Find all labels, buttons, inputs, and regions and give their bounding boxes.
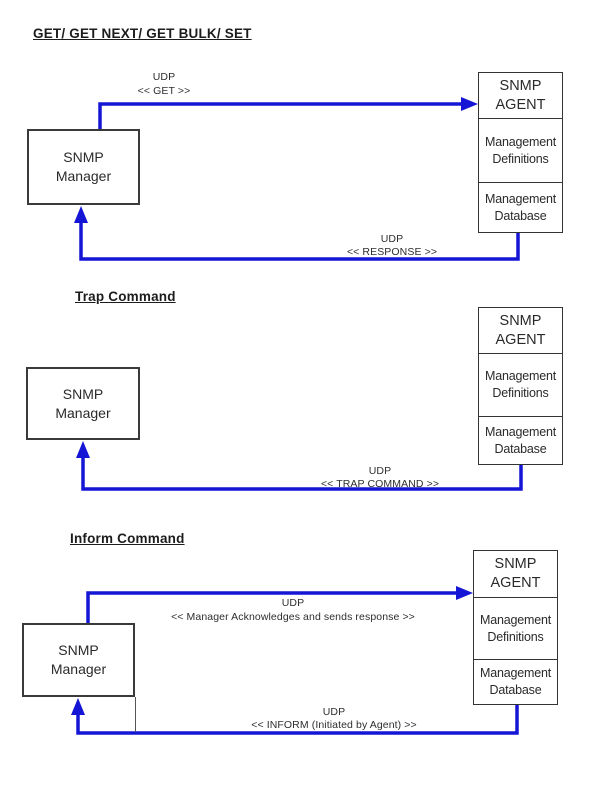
snmp-manager-label: SNMP Manager [50,642,107,677]
section-heading-trap: Trap Command [75,289,176,304]
get-message-label: << GET >> [137,85,191,97]
snmp-manager-box-1: SNMP Manager [27,129,140,205]
snmp-manager-label: SNMP Manager [55,149,112,184]
inform-arrow-label: UDP << INFORM (Initiated by Agent) >> [178,706,490,732]
snmp-agent-box-2: SNMP AGENT Management Definitions Manage… [478,307,563,465]
snmp-manager-label: SNMP Manager [55,385,111,421]
snmp-agent-title: SNMP AGENT [490,556,541,591]
response-protocol-label: UDP [380,233,404,245]
snmp-agent-box-1: SNMP AGENT Management Definitions Manage… [478,72,563,233]
trap-message-label: << TRAP COMMAND >> [320,478,440,490]
response-arrow-label: UDP << RESPONSE >> [327,233,457,259]
snmp-agent-title: SNMP AGENT [495,312,546,348]
trap-arrow [76,441,523,491]
acknowledge-message-label: << Manager Acknowledges and sends respon… [171,611,415,623]
acknowledge-protocol-label: UDP [281,597,305,609]
inform-message-label: << INFORM (Initiated by Agent) >> [251,719,417,731]
get-protocol-label: UDP [152,71,176,83]
management-definitions-compartment: Management Definitions [479,353,562,416]
management-database-compartment: Management Database [479,416,562,464]
get-arrow-label: UDP << GET >> [98,70,230,98]
get-arrow [98,97,478,130]
trap-arrow-label: UDP << TRAP COMMAND >> [310,465,450,491]
snmp-agent-title: SNMP AGENT [495,77,546,113]
management-definitions-compartment: Management Definitions [479,118,562,182]
snmp-manager-box-3: SNMP Manager [22,623,135,697]
management-database-compartment: Management Database [479,182,562,232]
snmp-manager-box-2: SNMP Manager [26,367,140,440]
acknowledge-arrow-label: UDP << Manager Acknowledges and sends re… [128,596,458,624]
section-heading-get: GET/ GET NEXT/ GET BULK/ SET [33,26,252,41]
management-definitions-compartment: Management Definitions [474,597,557,659]
response-message-label: << RESPONSE >> [346,246,438,258]
management-database-compartment: Management Database [474,659,557,704]
trap-protocol-label: UDP [368,465,392,477]
inform-protocol-label: UDP [322,706,346,718]
section-heading-inform: Inform Command [70,531,185,546]
snmp-agent-box-3: SNMP AGENT Management Definitions Manage… [473,550,558,705]
